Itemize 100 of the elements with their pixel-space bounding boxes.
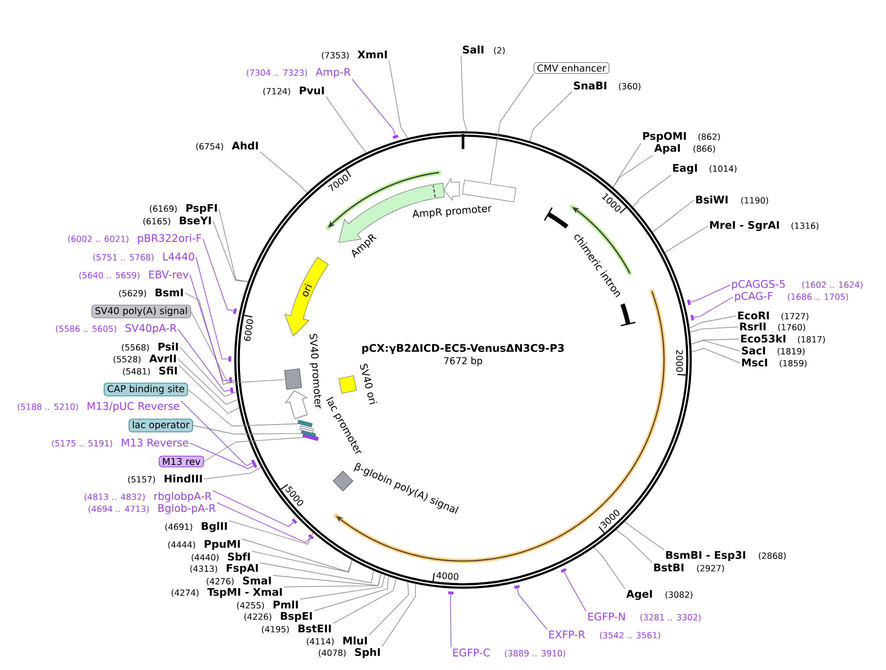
primer-label: (5586 .. 5605) SV40pA-R (56, 324, 176, 334)
enzyme-label: (4274) TspMI - XmaI (172, 588, 282, 598)
leader-line (691, 348, 740, 364)
feature-label: SV40 ori (360, 364, 378, 404)
leader-line (190, 274, 230, 381)
enzyme-label: (7353) XmnI (322, 50, 387, 60)
leader-line (284, 573, 382, 588)
leader-line (180, 400, 253, 466)
leader-line (690, 284, 730, 302)
enzyme-label: (4114) MluI (306, 636, 367, 646)
leader-line (260, 151, 308, 194)
leader-line (632, 174, 672, 208)
primer-label: (6002 .. 6021) pBR322ori-F (68, 234, 202, 244)
primer-label: (4813 .. 4832) rbglobpA-R (84, 492, 212, 502)
enzyme-label: (4276) SmaI (206, 576, 271, 586)
feature-tag: M13 rev (158, 456, 204, 468)
leader-line (202, 238, 234, 312)
leader-line (693, 296, 734, 318)
primer-mark (292, 518, 298, 524)
enzyme-label: (7124) PvuI (263, 86, 324, 96)
enzyme-label: SnaBI (360) (574, 82, 640, 90)
enzyme-label: (5528) AvrII (114, 354, 176, 364)
enzyme-label: (5481) SfiI (123, 366, 177, 376)
leader-line (388, 60, 408, 138)
feature-label: AmpR promoter (412, 206, 492, 218)
enzyme-label: (5157) HindIII (128, 474, 202, 484)
leader-line (178, 328, 231, 392)
leader-line (564, 571, 586, 612)
enzyme-label: (4195) BstEII (262, 624, 331, 634)
primer-mark (233, 308, 237, 314)
leader-line (190, 442, 254, 469)
leader-line (196, 256, 229, 360)
enzyme-label: (4691) BglII (165, 522, 227, 532)
enzyme-label: (4226) BspEI (244, 612, 312, 622)
enzyme-label: (5629) BsmI (119, 288, 183, 298)
feature-box (284, 368, 302, 390)
enzyme-label: EcoRI (1727) (738, 312, 808, 320)
leader-line (218, 208, 248, 282)
primer-mark (251, 459, 256, 466)
leader-line (594, 547, 626, 590)
leader-line (616, 530, 652, 563)
leader-line (242, 538, 352, 572)
enzyme-label: (6169) PspFI (150, 204, 217, 214)
primer-mark (230, 387, 234, 393)
leader-line (382, 583, 416, 648)
leader-line (212, 220, 248, 282)
leader-line (450, 594, 452, 648)
primer-label: EGFP-N (3281 .. 3302) (588, 612, 701, 622)
enzyme-label: AgeI (3082) (626, 590, 692, 600)
enzyme-label: MscI (1859) (742, 358, 807, 368)
enzyme-label: (4313) FspAI (190, 564, 258, 574)
enzyme-label: RsrII (1760) (740, 322, 806, 332)
enzyme-label: (4444) PpuMI (168, 540, 240, 550)
enzyme-label: BsmBI - Esp3I (2868) (666, 551, 786, 561)
leader-line (178, 358, 238, 405)
leader-line (612, 154, 654, 188)
enzyme-label: Eco53kI (1817) (741, 334, 825, 344)
leader-line (332, 578, 396, 624)
leader-line (368, 582, 409, 636)
plasmid-length: 7672 bp (444, 356, 482, 366)
enzyme-label: BstBI (2927) (654, 564, 724, 572)
enzyme-label: SacI (1819) (742, 346, 805, 356)
leader-line (252, 550, 352, 572)
enzyme-label: (4078) SphI (318, 648, 380, 658)
primer-mark (308, 534, 314, 540)
primer-mark (448, 591, 454, 594)
leader-line (314, 576, 389, 612)
enzyme-label: (6165) BseYI (143, 216, 211, 226)
enzyme-label: PspOMI (862) (643, 132, 720, 142)
enzyme-label: SalI (2) (462, 45, 505, 55)
leader-line (689, 316, 736, 329)
leader-line (490, 74, 534, 184)
leader-line (690, 340, 740, 352)
leader-line (530, 91, 572, 142)
leader-line (204, 437, 306, 462)
enzyme-label: (4440) SbfI (192, 552, 250, 562)
primer-mark (228, 356, 232, 362)
feature-tag: CMV enhancer (534, 62, 610, 74)
enzyme-label: (5568) PsiI (122, 342, 178, 352)
leader-line (516, 588, 548, 630)
enzyme-label: (4255) PmlI (237, 600, 298, 610)
leader-line (664, 226, 708, 253)
leader-line (188, 389, 298, 426)
tick-label: 6000 (244, 319, 254, 341)
primer-mark (514, 585, 520, 589)
enzyme-label: (6754) AhdI (196, 141, 258, 151)
leader-line (612, 142, 642, 188)
leader-line (460, 55, 468, 132)
leader-line (690, 326, 738, 332)
primer-label: (5175 .. 5191) M13 Reverse (52, 438, 188, 448)
primer-mark (687, 300, 691, 306)
primer-label: EXFP-R (3542 .. 3561) (549, 630, 660, 640)
leader-line (212, 490, 294, 527)
primer-label: (5188 .. 5210) M13/pUC Reverse (18, 402, 180, 412)
leader-line (624, 521, 664, 550)
leader-line (260, 562, 374, 584)
primer-mark (392, 134, 398, 139)
leader-line (204, 467, 262, 480)
primer-mark (560, 568, 566, 573)
leader-line (180, 346, 237, 397)
